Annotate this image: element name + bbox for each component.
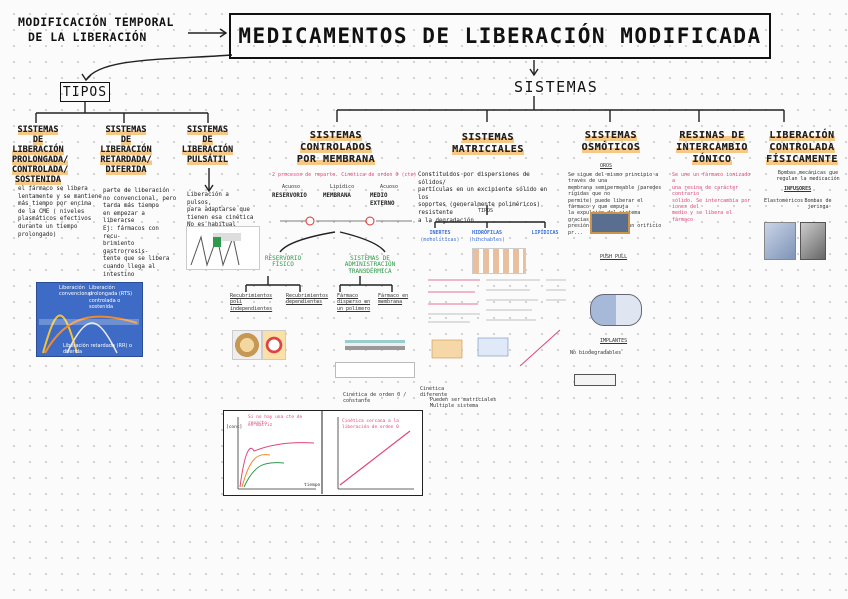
matriz-hidrofilas: HIDRÓFILAS: [471, 230, 503, 236]
sistema-membrana-title: SISTEMAS CONTROLADOS POR MEMBRANA: [296, 130, 376, 165]
osmoticos-biodeg: No biodegradables: [570, 350, 622, 356]
membrana-sub-acuoso-2: Acuoso: [380, 184, 399, 190]
main-title-text: MEDICAMENTOS DE LIBERACIÓN MODIFICADA: [238, 24, 762, 48]
membrana-reservorio: RESERVORIO: [272, 193, 307, 199]
chart-label-retardada: Liberación retardada (RR) o diferida: [63, 343, 133, 356]
bottom-chart-ylabel: [conc]: [226, 425, 243, 430]
push-pull-diagram: [590, 294, 642, 326]
jeringa-photo: [800, 222, 826, 260]
membrana-sub-lipidico: Lipídico: [330, 184, 355, 190]
membrana-branch-fisico: RESERVORIO FÍSICO: [264, 255, 302, 269]
matriz-lipidicas: LIPÍDICAS: [531, 230, 559, 236]
matriz-hidrofilas-sub: (hinchables): [468, 237, 506, 243]
tipo-prolongada-title: SISTEMAS DE LIBERACIÓN PROLONGADA/ CONTR…: [12, 125, 69, 185]
bottom-chart-note-1: Si no hay una cte de reparto: [248, 415, 303, 427]
chart-label-conv: Liberación convencional: [59, 285, 93, 298]
transdermal-layers: [345, 340, 405, 350]
sistema-matriciales-title: SISTEMAS MATRICIALES: [452, 132, 524, 155]
matriz-inertes: INERTES: [429, 230, 451, 236]
infusor-photo: [764, 222, 796, 260]
fisica-note: Bombas mecánicas que regulan la medicaci…: [776, 170, 840, 183]
side-note-line: MODIFICACIÓN TEMPORAL: [18, 15, 174, 29]
pulsatil-curve: [190, 233, 241, 267]
bottom-chart-panel: [conc] tiempo Si no hay una cte de repar…: [223, 410, 423, 496]
membrana-membrana: MEMBRANA: [323, 193, 351, 199]
pellet-image: [232, 330, 262, 360]
tipo-pulsatil-desc: Liberación a pulsos,para adaptarse que t…: [187, 192, 254, 228]
sistema-resinas-title: RESINAS DE INTERCAMBIO IÓNICO: [676, 130, 748, 165]
transdermal-patch: [335, 362, 415, 378]
oros-diagram: [590, 212, 630, 234]
sistema-fisica-title: LIBERACIÓN CONTROLADA FÍSICAMENTE: [766, 130, 838, 165]
matriciales-tipos-label: TIPOS: [478, 208, 494, 214]
bottom-chart-xlabel: tiempo: [304, 483, 321, 488]
membrana-leaf-a2: Recubrimientos dependientes: [286, 293, 329, 306]
fisica-sub-jeringa: Bombas de jeringa: [804, 198, 832, 211]
matriz-scribbles: [428, 279, 566, 367]
tipo-retardada-title: SISTEMAS DE LIBERACIÓN RETARDADA/ DIFERI…: [100, 125, 152, 175]
capsule-image: [262, 330, 286, 360]
green-arrow-icon: [213, 237, 221, 247]
bottom-chart-curves: [237, 411, 414, 494]
chart-label-prolongada: Liberación prolongada (RTS) controlada o…: [89, 285, 133, 311]
pulsatil-chart: [186, 226, 260, 270]
tipos-label: TIPOS: [62, 84, 108, 100]
matriz-diagram: [472, 248, 526, 274]
membrana-sub-acuoso: Acuoso: [282, 184, 301, 190]
tipo-pulsatil-title: SISTEMAS DE LIBERACIÓN PULSÁTIL: [181, 125, 234, 165]
sistemas-label: SISTEMAS: [514, 78, 599, 96]
implant-diagram: [574, 374, 616, 386]
tipos-box: TIPOS: [60, 82, 110, 102]
release-chart: Liberación convencional Liberación prolo…: [36, 282, 143, 357]
membrana-arrows: [280, 216, 412, 226]
side-note-line: DE LA LIBERACIÓN: [28, 30, 147, 44]
matriz-inertes-sub: (monolíticas): [420, 237, 460, 243]
membrana-leaf-b1: Fármaco disperso en un polímero: [337, 293, 371, 312]
membrana-leaf-b2: Fármaco en membrana: [378, 293, 409, 306]
sistema-osmoticos-title: SISTEMAS OSMÓTICOS: [581, 130, 641, 153]
matriciales-intro: Constituidos por dispersiones de sólidos…: [418, 172, 548, 224]
membrana-note: 2 procesos de reparto. Cinética de orden…: [272, 172, 417, 178]
fisica-sub-elastomericos: Elastoméricos: [764, 198, 804, 204]
fisica-infusores: INFUSORES: [784, 186, 812, 192]
osmoticos-implantes: IMPLANTES: [600, 338, 628, 344]
membrana-leaf-a1: Recubrimientos poli independientes: [230, 293, 273, 312]
bottom-chart-note-2: en matriz: [248, 423, 273, 428]
side-note: MODIFICACIÓN TEMPORAL DE LA LIBERACIÓN: [18, 15, 174, 45]
main-title: MEDICAMENTOS DE LIBERACIÓN MODIFICADA: [229, 13, 771, 59]
release-chart-curves: [39, 314, 139, 354]
membrana-branch-transdermica: SISTEMAS DE ADMINISTRACIÓN TRANSDÉRMICA: [344, 255, 396, 275]
membrana-medio: MEDIO EXTERNO: [370, 193, 395, 207]
osmoticos-oros: OROS: [600, 163, 613, 169]
membrana-foot: Cinética de orden 0 / constante: [343, 392, 407, 405]
bottom-chart-note-3: Cinética cercana a la liberación de orde…: [342, 419, 399, 431]
osmoticos-push-pull: PUSH PULL: [600, 254, 628, 260]
